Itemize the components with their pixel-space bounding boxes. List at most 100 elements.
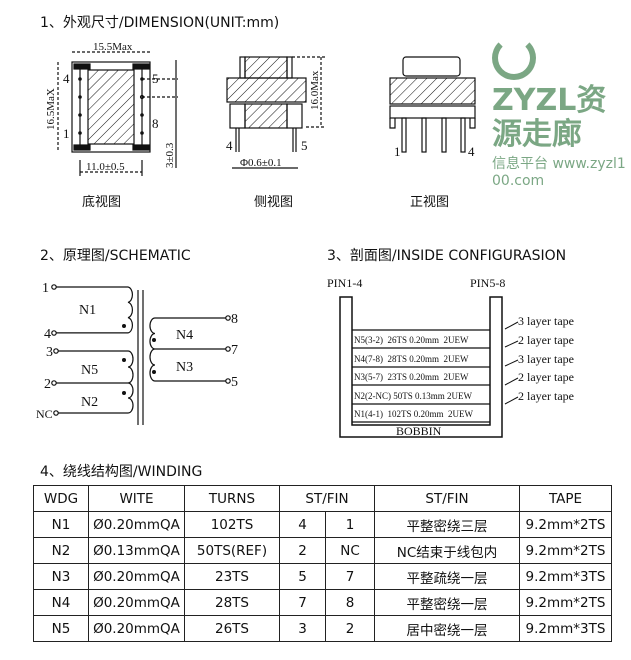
tape-label: 2 layer tape: [518, 370, 574, 384]
cell: 9.2mm*3TS: [519, 615, 612, 642]
table-header-row: WDG WITE TURNS ST/FIN ST/FIN TAPE: [33, 485, 612, 512]
schematic-pin-8: 8: [231, 312, 238, 327]
cell: 2: [325, 615, 375, 642]
front-view: 1 4 正视图: [389, 56, 476, 210]
layer-n2: N2(2-NC) 50TS 0.13mm 2UEW: [354, 391, 472, 401]
header-wdg: WDG: [33, 485, 89, 512]
schematic-pin-5: 5: [231, 375, 238, 390]
cell: N2: [33, 537, 89, 564]
cell: 3: [279, 615, 326, 642]
cell: 23TS: [184, 563, 280, 590]
layer-n5: N5(3-2) 26TS 0.20mm 2UEW: [354, 335, 469, 345]
cell: 4: [279, 511, 326, 538]
header-st-fin-desc: ST/FIN: [374, 485, 520, 512]
cell: 9.2mm*3TS: [519, 563, 612, 590]
cell: Ø0.20mmQA: [88, 615, 185, 642]
schematic-pin-1: 1: [42, 281, 49, 296]
cell: Ø0.13mmQA: [88, 537, 185, 564]
winding-n2: N2: [81, 395, 98, 410]
inside-title: 3、剖面图/INSIDE CONFIGURASION: [327, 248, 567, 264]
cell: NC结束于线包内: [374, 537, 520, 564]
winding-n1: N1: [79, 303, 96, 318]
pin-left-label: PIN1-4: [327, 276, 362, 290]
winding-n5: N5: [81, 363, 98, 378]
cell: 5: [279, 563, 326, 590]
front-view-caption: 正视图: [410, 195, 449, 210]
pin-label: 1: [394, 144, 401, 159]
dimension-title: 1、外观尺寸/DIMENSION(UNIT:mm): [40, 15, 280, 31]
cell: 28TS: [184, 589, 280, 616]
cell: 9.2mm*2TS: [519, 537, 612, 564]
bobbin-label: BOBBIN: [396, 424, 442, 438]
cell: 9.2mm*2TS: [519, 589, 612, 616]
side-view: 16.0Max Φ0.6±0.1 4 5 侧视图: [226, 56, 325, 210]
schematic-pin-nc: NC: [36, 407, 53, 421]
header-tape: TAPE: [519, 485, 612, 512]
cell: N4: [33, 589, 89, 616]
pin-label: 5: [301, 138, 308, 153]
cell: 平整疏绕一层: [374, 563, 520, 590]
schematic-pin-7: 7: [231, 343, 238, 358]
bottom-view-caption: 底视图: [82, 194, 121, 210]
pin-right-label: PIN5-8: [470, 276, 505, 290]
tape-label: 2 layer tape: [518, 333, 574, 347]
cell: N1: [33, 511, 89, 538]
pin-label: 1: [63, 126, 70, 141]
tape-label: 3 layer tape: [518, 352, 574, 366]
schematic-pin-3: 3: [46, 345, 53, 360]
bottom-pitch-label: 11.0±0.5: [86, 161, 125, 173]
cell: 102TS: [184, 511, 280, 538]
pin-label: 5: [152, 71, 159, 86]
cell: N3: [33, 563, 89, 590]
cell: 2: [279, 537, 326, 564]
pin-label: 4: [226, 138, 233, 153]
cell: 26TS: [184, 615, 280, 642]
bottom-pinlen-label: 3±0.3: [164, 142, 176, 168]
bottom-height-label: 16.5MaX: [45, 88, 57, 130]
cell: 7: [325, 563, 375, 590]
header-st-fin: ST/FIN: [279, 485, 375, 512]
winding-title: 4、绕线结构图/WINDING: [40, 464, 203, 480]
cell: Ø0.20mmQA: [88, 511, 185, 538]
cell: 7: [279, 589, 326, 616]
cell: NC: [325, 537, 375, 564]
schematic-pin-4: 4: [44, 327, 51, 342]
winding-n3: N3: [176, 360, 193, 375]
inside-configuration: N5(3-2) 26TS 0.20mm 2UEW N4(7-8) 28TS 0.…: [327, 276, 574, 438]
winding-n4: N4: [176, 328, 193, 343]
side-pindia-label: Φ0.6±0.1: [240, 157, 282, 169]
schematic-diagram: 1 4 3 2 NC 8 7 5 N1 N5 N2 N4 N3: [36, 281, 238, 425]
drawings: 15.5Max 16.5MaX 11.0±0.5 3±0.3 4 1 5 8 底…: [36, 41, 574, 438]
cell: 1: [325, 511, 375, 538]
tape-label: 2 layer tape: [518, 389, 574, 403]
cell: 8: [325, 589, 375, 616]
schematic-title: 2、原理图/SCHEMATIC: [40, 248, 191, 264]
pin-label: 4: [63, 71, 70, 86]
tape-label: 3 layer tape: [518, 314, 574, 328]
cell: 9.2mm*2TS: [519, 511, 612, 538]
header-wite: WITE: [88, 485, 185, 512]
bottom-view: 15.5Max 16.5MaX 11.0±0.5 3±0.3 4 1 5 8 底…: [45, 41, 178, 210]
pin-label: 8: [152, 116, 159, 131]
cell: 平整密绕三层: [374, 511, 520, 538]
layer-n1: N1(4-1) 102TS 0.20mm 2UEW: [354, 409, 473, 419]
cell: 平整密绕一层: [374, 589, 520, 616]
layer-n3: N3(5-7) 23TS 0.20mm 2UEW: [354, 372, 469, 382]
pin-label: 4: [468, 144, 475, 159]
cell: 50TS(REF): [184, 537, 280, 564]
cell: 居中密绕一层: [374, 615, 520, 642]
cell: Ø0.20mmQA: [88, 589, 185, 616]
header-turns: TURNS: [184, 485, 280, 512]
bottom-width-label: 15.5Max: [93, 41, 133, 53]
side-view-caption: 侧视图: [254, 195, 293, 210]
layer-n4: N4(7-8) 28TS 0.20mm 2UEW: [354, 354, 469, 364]
schematic-pin-2: 2: [44, 377, 51, 392]
cell: Ø0.20mmQA: [88, 563, 185, 590]
cell: N5: [33, 615, 89, 642]
